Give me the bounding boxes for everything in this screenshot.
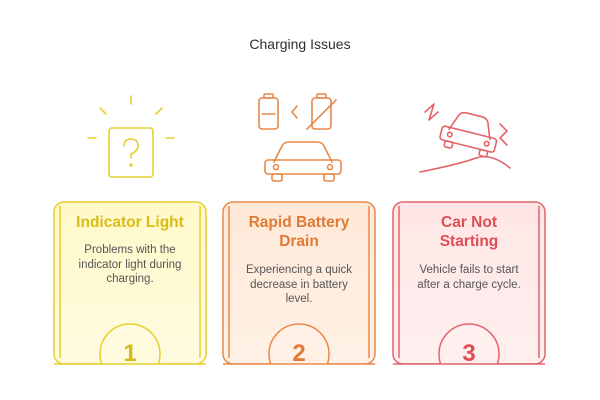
diagram-title: Charging Issues [249,36,351,52]
card-1-description: Problems with the indicator light during… [78,244,182,285]
card-2-number: 2 [292,340,306,367]
question-light-icon [87,95,175,178]
card-3-heading: Car Not Starting [439,214,499,250]
card-2-shape [222,201,376,394]
card-2-description: Experiencing a quick decrease in battery… [245,264,353,305]
card-3-shape [392,201,546,394]
card-1-number: 1 [123,340,137,367]
card-1-shape [53,201,207,394]
card-1-heading: Indicator Light [76,214,184,231]
card-3-description: Vehicle fails to start after a charge cy… [417,264,521,291]
battery-drain-car-icon [258,93,342,182]
card-2-heading: Rapid Battery Drain [248,214,350,250]
card-3-number: 3 [462,340,476,367]
crashed-car-icon [419,103,511,173]
